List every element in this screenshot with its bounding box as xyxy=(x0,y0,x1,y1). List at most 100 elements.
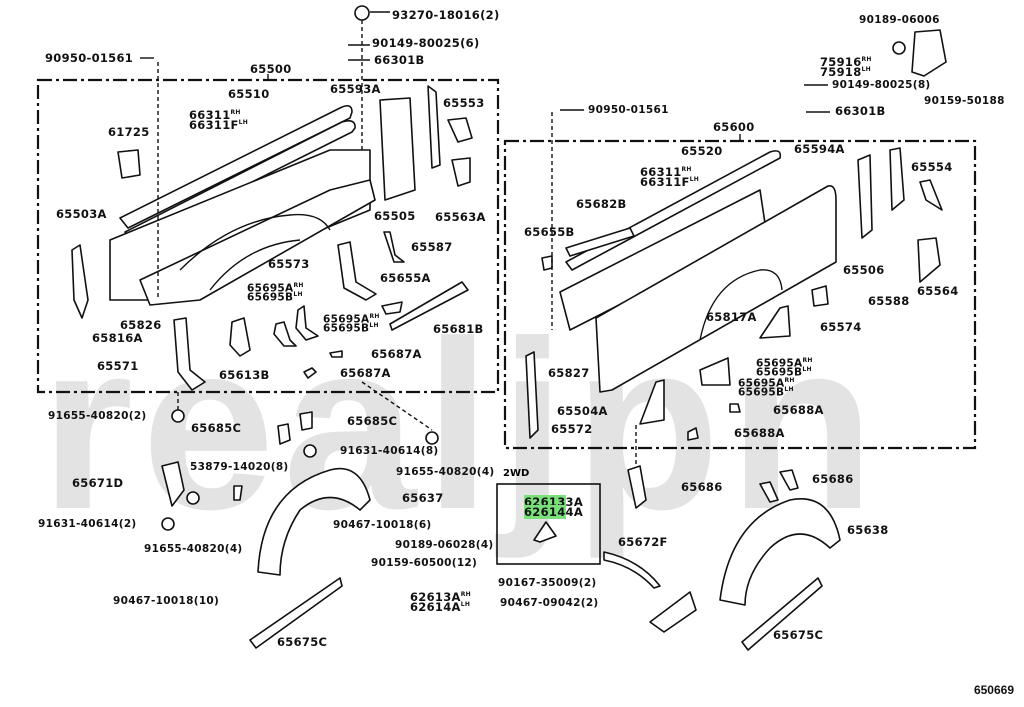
part-label[interactable]: 65655A xyxy=(380,271,431,285)
part-number: 62613A xyxy=(410,590,461,604)
part-label[interactable]: 66311FLH xyxy=(189,119,248,132)
part-label[interactable]: 65655B xyxy=(524,225,575,239)
part-label[interactable]: 65695BLH xyxy=(323,323,379,334)
part-label[interactable]: 65594A xyxy=(794,142,845,156)
part-label[interactable]: 65695ARH xyxy=(323,314,380,325)
part-label[interactable]: 65685C xyxy=(191,421,242,435)
part-label[interactable]: 65695ARH xyxy=(756,358,813,369)
part-label[interactable]: 65637 xyxy=(402,491,444,505)
part-label[interactable]: 65600 xyxy=(713,120,755,134)
part-label[interactable]: 91655-40820(4) xyxy=(396,466,495,478)
part-label[interactable]: 65573 xyxy=(268,257,310,271)
part-label[interactable]: 65817A xyxy=(706,310,757,324)
part-label[interactable]: 66311RH xyxy=(189,109,241,122)
part-label[interactable]: 65681B xyxy=(433,322,484,336)
part-label[interactable]: 65572 xyxy=(551,422,593,436)
part-label[interactable]: 65687A xyxy=(371,347,422,361)
part-label[interactable]: 65682B xyxy=(576,197,627,211)
part-label[interactable]: 65816A xyxy=(92,331,143,345)
part-label[interactable]: 65686 xyxy=(681,480,723,494)
part-65682B xyxy=(565,227,635,257)
part-number: 65695A xyxy=(756,357,803,370)
part-label[interactable]: 91631-40614(8) xyxy=(340,445,439,457)
part-label[interactable]: 91631-40614(2) xyxy=(38,518,137,530)
rh-suffix: RH xyxy=(293,282,304,289)
part-label[interactable]: 65505 xyxy=(374,209,416,223)
part-label[interactable]: 65695ARH xyxy=(247,283,304,294)
part-label[interactable]: 65588 xyxy=(868,294,910,308)
part-65688A-2 xyxy=(687,427,699,441)
part-label[interactable]: 65675C xyxy=(277,635,328,649)
part-label[interactable]: 90159-60500(12) xyxy=(371,557,478,569)
part-label[interactable]: 65686 xyxy=(812,472,854,486)
part-65564 xyxy=(917,237,941,283)
part-label[interactable]: 65593A xyxy=(330,82,381,96)
part-label[interactable]: 75916RH xyxy=(820,56,872,69)
highlight-match: 62614 xyxy=(524,505,566,519)
part-label[interactable]: 62613ARH xyxy=(410,590,471,604)
part-number: 65695A xyxy=(247,282,294,295)
part-62613-inset xyxy=(533,521,557,543)
part-label[interactable]: 65695BLH xyxy=(247,292,303,303)
part-label-62614A[interactable]: 626144A xyxy=(524,505,584,519)
part-label[interactable]: 65827 xyxy=(548,366,590,380)
part-label[interactable]: 65574 xyxy=(820,320,862,334)
part-label[interactable]: 90149-80025(6) xyxy=(372,36,480,50)
part-suffix: 4A xyxy=(565,505,584,519)
part-label[interactable]: 91655-40820(4) xyxy=(144,543,243,555)
part-label[interactable]: 65554 xyxy=(911,160,953,174)
part-label[interactable]: 65563A xyxy=(435,210,486,224)
part-label[interactable]: 90467-09042(2) xyxy=(500,597,599,609)
part-label[interactable]: 65695ARH xyxy=(738,378,795,389)
part-label[interactable]: 65826 xyxy=(120,318,162,332)
part-label[interactable]: 90189-06006 xyxy=(859,14,940,26)
part-label[interactable]: 90467-10018(10) xyxy=(113,595,220,607)
part-label[interactable]: 93270-18016(2) xyxy=(392,8,500,22)
part-label[interactable]: 65520 xyxy=(681,144,723,158)
part-label[interactable]: 65571 xyxy=(97,359,139,373)
part-label[interactable]: 65675C xyxy=(773,628,824,642)
part-label[interactable]: 65613B xyxy=(219,368,270,382)
part-label[interactable]: 65504A xyxy=(557,404,608,418)
part-label[interactable]: 90950-01561 xyxy=(588,104,669,116)
part-label[interactable]: 90950-01561 xyxy=(45,51,134,65)
part-65554 xyxy=(919,179,943,211)
part-label[interactable]: 65685C xyxy=(347,414,398,428)
part-label[interactable]: 65695BLH xyxy=(738,387,794,398)
part-65686-1 xyxy=(759,481,779,503)
part-label[interactable]: 90467-10018(6) xyxy=(333,519,432,531)
part-label[interactable]: 66311FLH xyxy=(640,176,699,189)
part-label[interactable]: 65687A xyxy=(340,366,391,380)
part-label[interactable]: 90149-80025(8) xyxy=(832,79,931,91)
part-label[interactable]: 66301B xyxy=(374,53,425,67)
part-label[interactable]: 66311RH xyxy=(640,166,692,179)
part-65593A xyxy=(427,85,441,169)
part-65553 xyxy=(447,117,473,143)
part-label[interactable]: 66301B xyxy=(835,104,886,118)
part-label[interactable]: 65510 xyxy=(228,87,270,101)
part-label[interactable]: 53879-14020(8) xyxy=(190,461,289,473)
part-label[interactable]: 65553 xyxy=(443,96,485,110)
part-label[interactable]: 90167-35009(2) xyxy=(498,577,597,589)
rh-suffix: RH xyxy=(369,313,380,320)
part-number: 75918 xyxy=(820,65,862,79)
part-label[interactable]: 65500 xyxy=(250,62,292,76)
part-label[interactable]: 90159-50188 xyxy=(924,95,1005,107)
part-label[interactable]: 65695BLH xyxy=(756,367,812,378)
part-label[interactable]: 65638 xyxy=(847,523,889,537)
part-label[interactable]: 75918LH xyxy=(820,65,871,79)
part-label[interactable]: 65688A xyxy=(734,426,785,440)
part-label[interactable]: 62614ALH xyxy=(410,601,470,614)
part-label[interactable]: 65671D xyxy=(72,476,124,490)
part-label[interactable]: 91655-40820(2) xyxy=(48,410,147,422)
part-label[interactable]: 61725 xyxy=(108,125,150,139)
part-label[interactable]: 65587 xyxy=(411,240,453,254)
part-61725 xyxy=(117,149,141,179)
part-label[interactable]: 65688A xyxy=(773,403,824,417)
part-label[interactable]: 65503A xyxy=(56,207,107,221)
part-label[interactable]: 90189-06028(4) xyxy=(395,539,494,551)
part-label[interactable]: 65506 xyxy=(843,263,885,277)
part-label[interactable]: 65672F xyxy=(618,535,668,549)
part-label[interactable]: 65564 xyxy=(917,284,959,298)
